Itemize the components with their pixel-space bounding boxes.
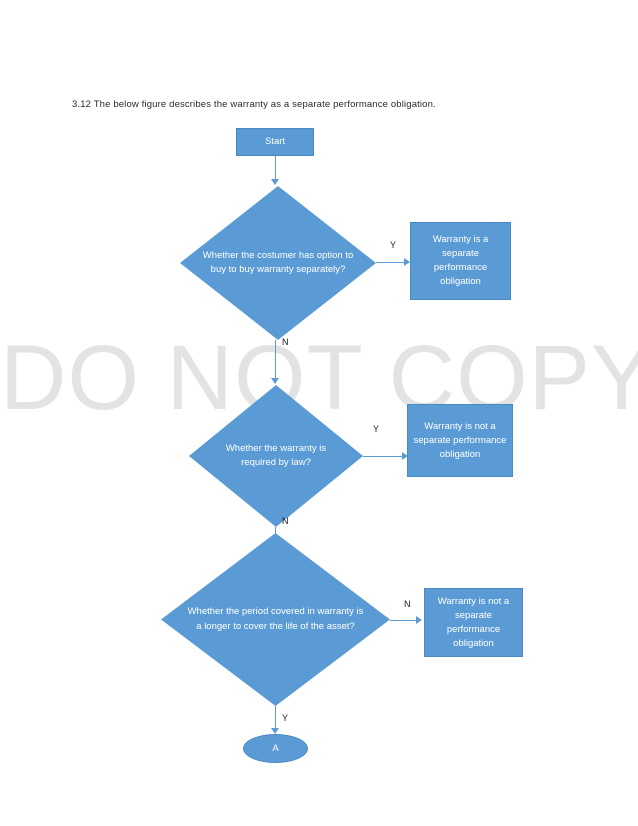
edge-decision1-to-outcome1-arrow [404,258,410,266]
edge-label-decision2-yes: Y [373,424,380,434]
edge-decision2-to-outcome2-line [363,456,404,457]
edge-decision1-to-outcome1-line [376,262,406,263]
edge-decision3-to-outcome3-arrow [416,616,422,624]
edge-label-decision1-yes: Y [390,240,397,250]
edge-label-decision2-no: N [282,516,289,526]
diamond-shape-icon [161,533,390,706]
node-decision2-label: Whether the warranty is required by law? [225,442,327,469]
edge-decision3-to-connector-arrow [271,728,279,734]
edge-decision3-to-connector-line [275,706,276,730]
diamond-shape-icon [189,385,363,527]
node-outcome3-label: Warranty is not a separate performance o… [437,595,510,649]
edge-start-to-decision1-line [275,156,276,181]
watermark-text: DO NOT COPY [0,327,638,429]
edge-label-decision3-no: N [404,599,411,609]
diamond-shape-icon [180,186,376,340]
node-start-label: Start [264,136,286,147]
node-decision3-label: Whether the period covered in warranty i… [187,606,364,632]
edge-label-decision1-no: N [282,337,289,347]
node-connector-a-label: A [272,743,279,754]
edge-decision1-to-decision2-line [275,340,276,380]
node-decision3: Whether the period covered in warranty i… [161,533,390,706]
node-start: Start [236,128,314,156]
edge-start-to-decision1-arrow [271,179,279,185]
node-decision1: Whether the costumer has option to buy t… [180,186,376,340]
figure-caption: 3.12 The below figure describes the warr… [72,99,436,110]
edge-decision3-to-outcome3-line [390,620,418,621]
node-outcome1-label: Warranty is a separate performance oblig… [432,234,489,287]
node-outcome2-label: Warranty is not a separate performance o… [413,420,507,460]
edge-decision2-to-outcome2-arrow [402,452,408,460]
node-connector-a: A [243,734,308,763]
node-outcome3: Warranty is not a separate performance o… [424,588,523,657]
edge-decision1-to-decision2-arrow [271,378,279,384]
edge-label-decision3-yes: Y [282,713,289,723]
node-outcome1: Warranty is a separate performance oblig… [410,222,511,300]
node-decision2: Whether the warranty is required by law? [189,385,363,527]
node-outcome2: Warranty is not a separate performance o… [407,404,513,477]
node-decision1-label: Whether the costumer has option to buy t… [202,249,354,276]
